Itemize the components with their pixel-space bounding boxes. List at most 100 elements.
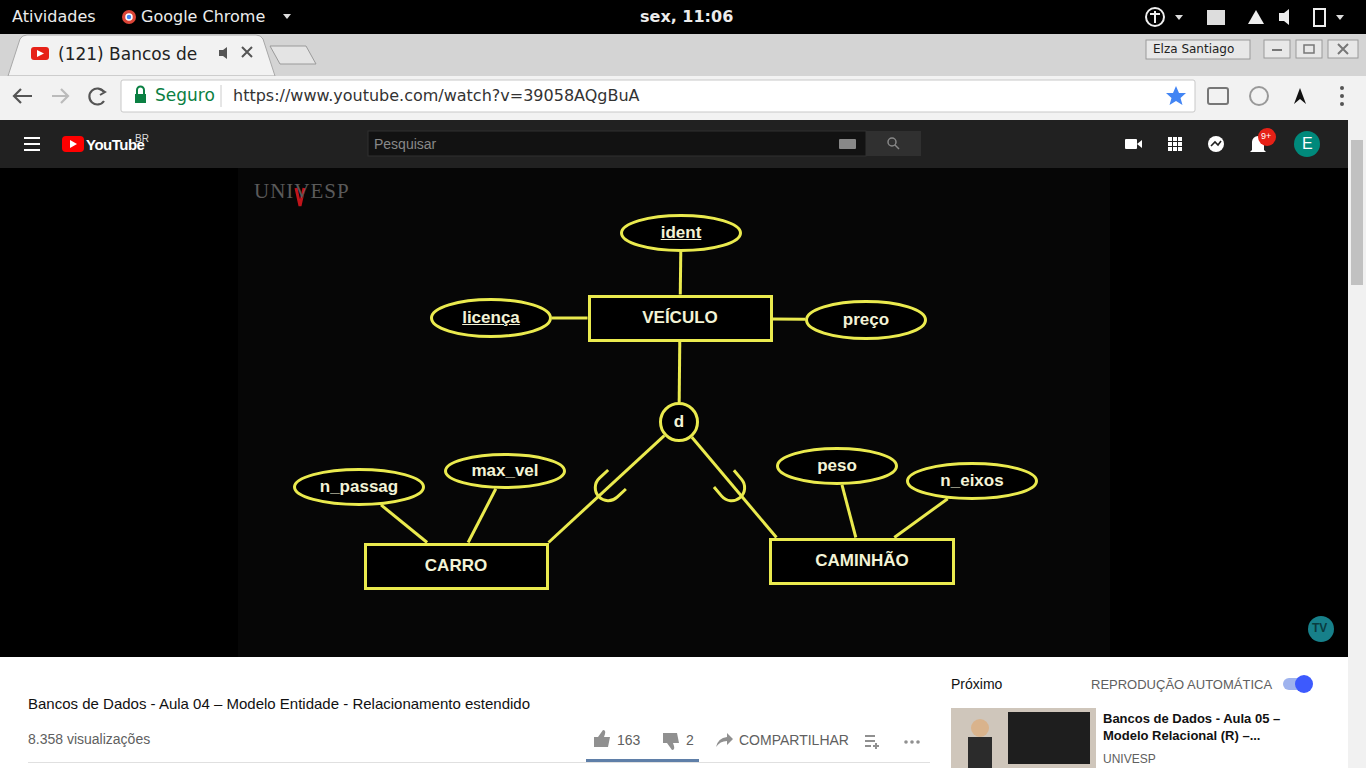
search-box [368,131,866,156]
like-icon [594,730,610,747]
attribute-ellipse: max_vel [444,453,566,489]
tab-title: (121) Bancos de [58,44,197,64]
keyboard-icon [839,139,856,149]
app-menu: Google Chrome [141,7,265,26]
key-attribute: ident [620,214,742,252]
menu-dot [1340,102,1344,106]
divider [28,762,930,763]
node-text: CAMINHÃO [815,551,909,571]
extension-icon [1294,88,1306,104]
node-text: preço [843,310,889,330]
dropdown-arrow [1175,15,1183,20]
youtube-favicon-play [37,50,44,57]
tv-logo [1308,616,1334,642]
chrome-icon-center [126,14,132,20]
relationship-line [552,317,588,320]
close-glyph [1338,44,1348,54]
next-video-title: Bancos de Dados - Aula 05 – Modelo Relac… [1103,710,1328,744]
attribute-ellipse: preço [805,300,927,340]
active-tab [8,35,275,76]
notification-badge [1258,128,1276,146]
add-to-playlist-icon [865,736,879,749]
node-text: n_eixos [940,471,1003,491]
attribute-ellipse: peso [776,447,898,485]
separator [221,85,222,107]
search-placeholder: Pesquisar [374,136,436,152]
relationship-line [679,252,683,295]
upload-icon [1125,139,1137,149]
search-icon [888,138,896,146]
lock-icon [135,94,146,103]
forward-button [52,89,68,103]
search-icon-handle [895,145,899,149]
avatar-letter: E [1302,135,1313,153]
activities-button: Atividades [12,7,96,26]
like-count: 163 [617,732,640,748]
relationship-line [678,342,682,403]
accessibility-icon [1146,8,1164,26]
wifi-icon [1248,10,1264,24]
reload-button [89,88,104,104]
share-button: COMPARTILHAR [739,732,849,748]
thumbnail-slide [1008,712,1090,764]
video-title: Bancos de Dados - Aula 04 – Modelo Entid… [28,695,530,712]
relationship-line [549,436,665,543]
chrome-icon [122,10,136,24]
page-body [0,657,1348,768]
profile-name: Elza Santiago [1153,42,1234,56]
new-tab-button [270,46,316,64]
scrollbar [1348,120,1366,768]
attribute-ellipse: n_eixos [906,462,1038,500]
key-attribute: licença [430,298,552,338]
sentiment-bar [586,759,699,762]
scrollbar-thumb [1351,140,1363,285]
extension-icon [1250,87,1268,105]
next-thumbnail [951,708,1096,768]
up-next-heading: Próximo [951,676,1002,692]
accessibility-figure [1150,11,1160,23]
dislike-count: 2 [686,732,694,748]
node-text: licença [462,308,520,328]
dropdown-arrow [1336,15,1344,20]
reload-arrow [100,89,105,95]
url-text: https://www.youtube.com/watch?v=39058AQg… [233,86,640,105]
avatar [1294,131,1320,157]
minimize-button [1264,40,1290,58]
channel-name: UNIVESP [1103,752,1156,766]
maximize-button [1296,40,1322,58]
clock: sex, 11:06 [640,7,733,26]
node-text: peso [817,456,857,476]
relationship-line [381,505,427,543]
video-player [0,168,1348,657]
youtube-logo [62,136,84,152]
entity-box: VEÍCULO [588,295,773,342]
more-dot [904,740,908,744]
dropdown-arrow [283,14,291,19]
autoplay-knob [1295,675,1313,693]
node-text: n_passag [320,477,398,497]
watermark: UNIVESP [254,179,350,204]
country-code: BR [135,133,149,144]
node-text: d [674,412,684,432]
lock-shackle [137,87,144,95]
profile-box [1146,40,1250,59]
node-text: ident [661,223,702,243]
youtube-logo-play [70,140,77,148]
back-button [14,89,32,103]
relationship-line [773,317,806,320]
autoplay-label: REPRODUÇÃO AUTOMÁTICA [1091,677,1272,692]
menu-dot [1340,94,1344,98]
hamburger-menu [24,138,40,150]
node-text: VEÍCULO [642,308,718,328]
toolbar [0,76,1366,120]
close-button [1328,40,1358,58]
battery-icon [1314,9,1325,26]
entity-box: CARRO [364,543,549,590]
relationship-line [842,485,856,538]
volume-icon [1279,9,1289,25]
top-bar [0,0,1366,34]
node-text: CARRO [425,556,487,576]
